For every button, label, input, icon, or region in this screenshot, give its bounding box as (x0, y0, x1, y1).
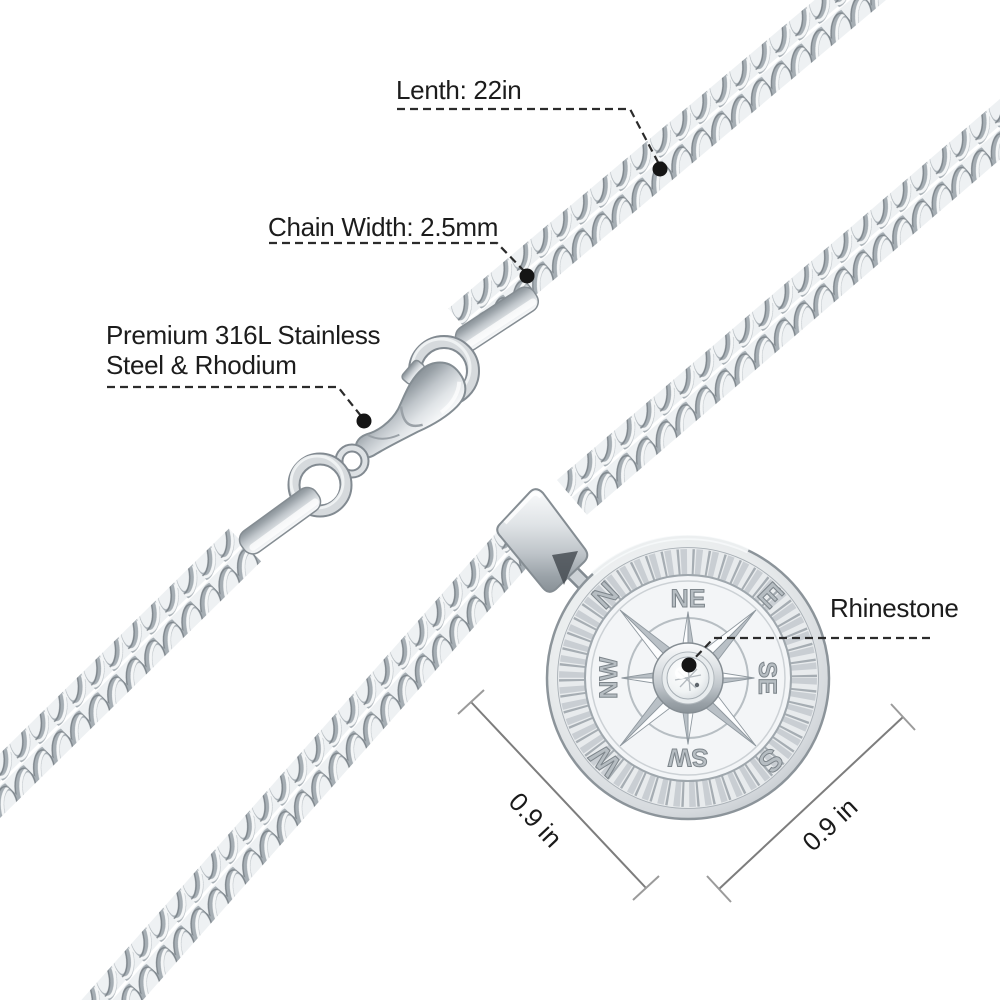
lobster-clasp (354, 359, 467, 459)
callout-dots (356, 161, 697, 673)
compass-letter-nw: NW (595, 657, 623, 699)
callout-leaders (107, 107, 930, 663)
material-label-line2: Steel & Rhodium (106, 350, 297, 380)
bail-opening (552, 551, 578, 585)
pendant-width-value: 0.9 in (503, 786, 568, 853)
chain-segment-lower-left (0, 528, 262, 828)
chain-width-leader-line (269, 241, 527, 274)
material-label-line1: Premium 316L Stainless (106, 320, 381, 350)
length-label: Lenth: 22in (396, 75, 521, 105)
measure-line-left (470, 701, 647, 889)
chain-upper-run (0, 0, 895, 828)
clasp-assembly (238, 286, 539, 555)
clasp-highlight (439, 381, 462, 415)
rhinestone-leader-line (690, 636, 930, 663)
chain-pendant-run (62, 94, 1000, 1000)
measure-line-right (718, 716, 904, 890)
chain-segment-right-to-bail (556, 94, 1000, 515)
chain-segment-bail-to-bottom (62, 519, 543, 1000)
compass-letter-se: SE (753, 661, 781, 694)
clasp-hook-seam (366, 433, 400, 440)
material-leader-dot (356, 413, 372, 429)
pendant-bail (496, 488, 589, 593)
jump-ring-lower (289, 454, 351, 516)
material-leader-line (107, 385, 362, 417)
measure-tick (457, 689, 485, 715)
chain-segment-top-right (448, 0, 895, 344)
compass-medal: N E S W NE SE SW NW (545, 535, 831, 821)
rhinestone-fleck (694, 682, 700, 688)
bail-highlight (503, 491, 543, 525)
measure-tick (890, 703, 916, 731)
chain-end-cap-lower (238, 486, 322, 555)
compass-letter-sw: SW (667, 743, 708, 771)
measure-tick (632, 875, 660, 901)
rhinestone-label: Rhinestone (830, 593, 959, 623)
compass-letter-ne: NE (671, 585, 706, 613)
compass-pendant: N E S W NE SE SW NW (496, 488, 831, 821)
length-leader-dot (652, 161, 668, 177)
rhinestone-leader-dot (681, 657, 697, 673)
medal-rib-ring (559, 549, 817, 807)
pendant-height-value: 0.9 in (796, 792, 863, 857)
pendant-measurements (457, 689, 916, 903)
length-leader-line (397, 107, 661, 167)
chain-width-label: Chain Width: 2.5mm (268, 212, 498, 242)
measure-tick (706, 875, 732, 903)
medal-rim-highlight (591, 535, 750, 576)
clasp-seam (399, 406, 423, 428)
chain-width-leader-dot (519, 268, 535, 284)
medal-dial-ring (590, 580, 786, 776)
